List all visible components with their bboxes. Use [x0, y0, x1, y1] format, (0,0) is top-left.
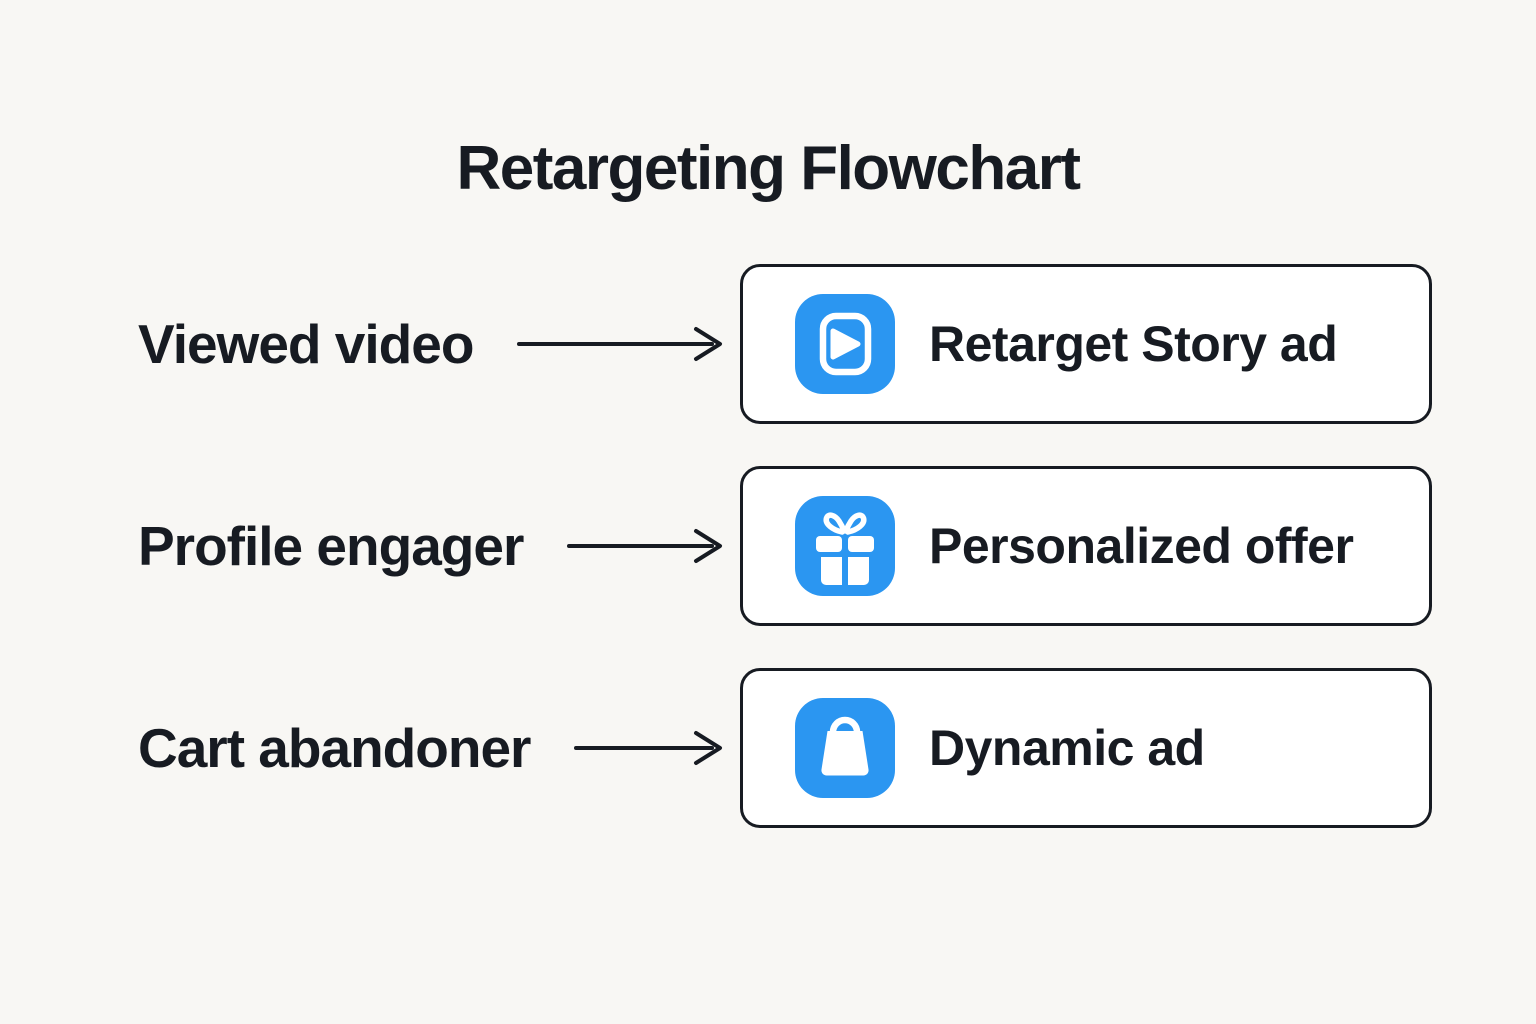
gift-icon	[795, 496, 895, 596]
arrow-line	[517, 342, 714, 346]
flow-row-cart-abandoner: Cart abandoner Dynamic ad	[138, 668, 1432, 828]
action-box: Retarget Story ad	[740, 264, 1432, 424]
source-label: Viewed video	[138, 312, 474, 375]
arrow-head-icon	[694, 529, 722, 563]
story-play-icon	[795, 294, 895, 394]
shopping-bag-icon	[795, 698, 895, 798]
source-label: Profile engager	[138, 514, 524, 577]
right-arrow	[567, 523, 726, 569]
right-arrow	[517, 321, 726, 367]
action-box: Dynamic ad	[740, 668, 1432, 828]
action-label: Retarget Story ad	[929, 316, 1338, 372]
flow-rows: Viewed video Retarget Story ad	[0, 264, 1536, 828]
arrow-line	[574, 746, 714, 750]
action-label: Personalized offer	[929, 518, 1354, 574]
action-box: Personalized offer	[740, 466, 1432, 626]
page-title: Retargeting Flowchart	[456, 134, 1081, 203]
flow-row-viewed-video: Viewed video Retarget Story ad	[138, 264, 1432, 424]
action-label: Dynamic ad	[929, 720, 1205, 776]
arrow-line	[567, 544, 714, 548]
arrow-head-icon	[694, 327, 722, 361]
right-arrow	[574, 725, 726, 771]
source-label: Cart abandoner	[138, 716, 531, 779]
flow-row-profile-engager: Profile engager	[138, 466, 1432, 626]
arrow-head-icon	[694, 731, 722, 765]
